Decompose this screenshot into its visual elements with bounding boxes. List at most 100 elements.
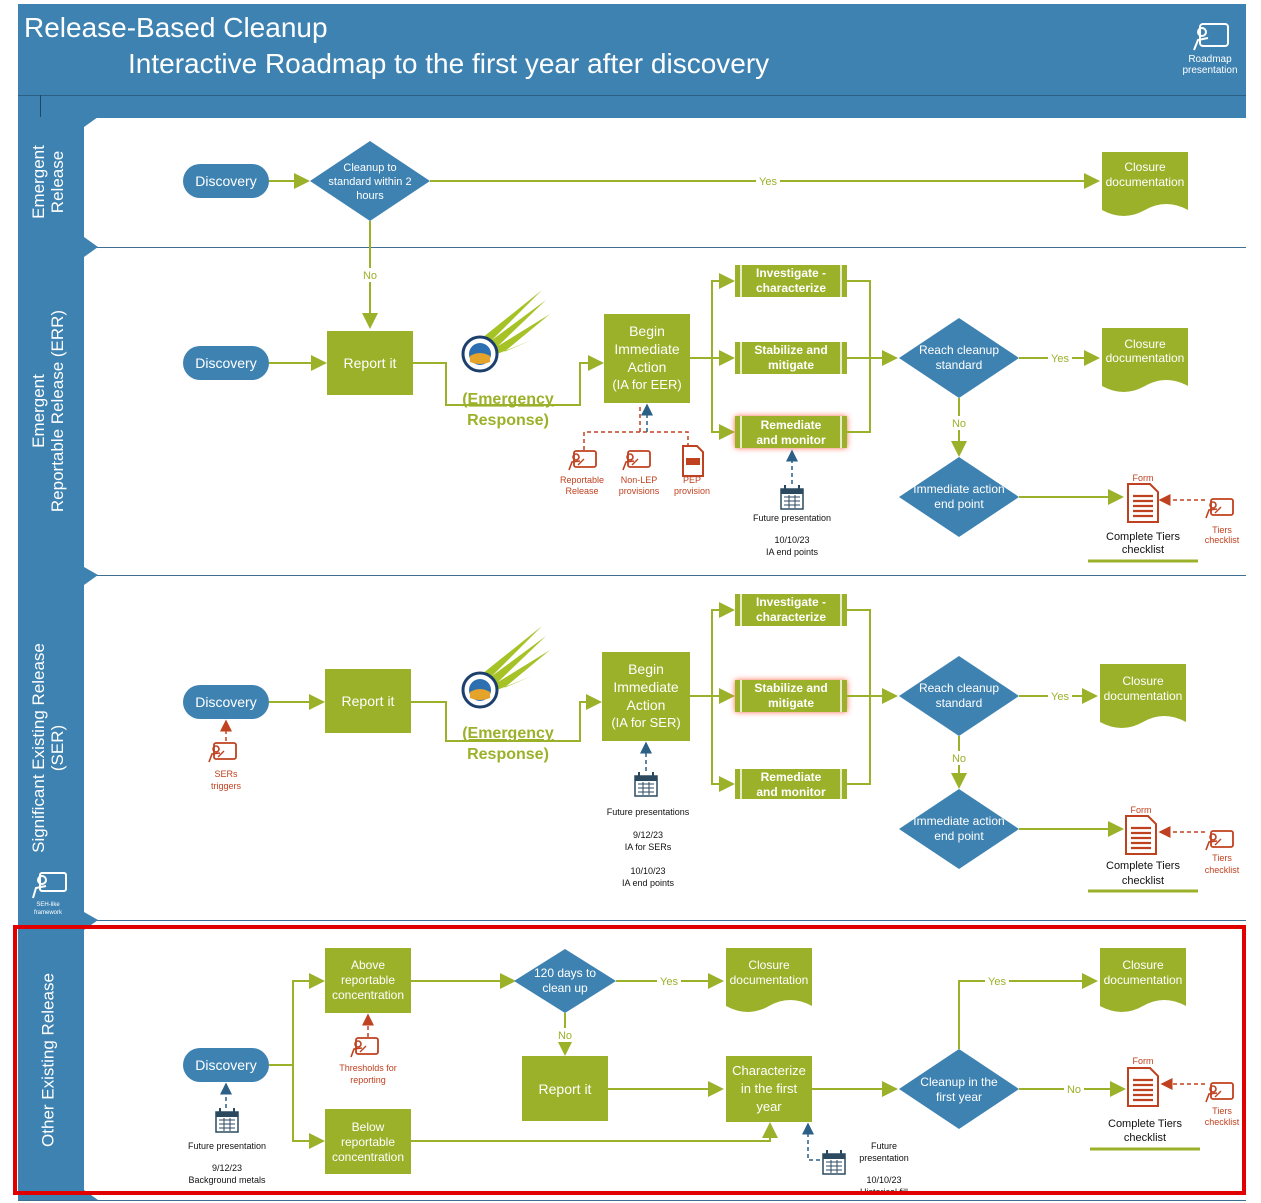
tiers-ser-l2: checklist — [1122, 875, 1164, 887]
tiers-err-l1: Complete Tiers — [1106, 531, 1180, 543]
stabilize-ser[interactable] — [735, 680, 847, 712]
oer-lane-flow: Discovery Future presentation 9/12/23 Ba… — [183, 948, 1240, 1197]
below-reportable[interactable] — [325, 1109, 411, 1174]
report-it-oer[interactable] — [522, 1056, 608, 1121]
discovery-err[interactable] — [183, 346, 269, 380]
calendar-icon-err[interactable] — [780, 484, 804, 510]
form-icon-err[interactable] — [1126, 482, 1160, 524]
discovery-er[interactable] — [183, 164, 269, 198]
future-ser-l2: 9/12/23 — [633, 830, 663, 840]
decision-cleanup-2h-l3: hours — [356, 190, 384, 202]
stabilize-err[interactable] — [735, 342, 847, 374]
above-reportable[interactable] — [325, 948, 411, 1013]
tiers-checklist-icon-ser[interactable] — [1205, 830, 1234, 851]
reach-ser-l1: Reach cleanup — [919, 681, 999, 695]
future-err-l3: IA end points — [766, 547, 819, 557]
ia-end-err-l1: Immediate action — [913, 482, 1004, 496]
ser-triggers-icon[interactable] — [208, 742, 237, 763]
rr-l1: Reportable — [560, 475, 604, 485]
err-lane-flow: Discovery Report it (Emergency Response)… — [183, 265, 1240, 563]
report-it-err-label: Report it — [344, 355, 397, 371]
begin-ia-err-l3: Action — [628, 359, 667, 375]
decision-cleanup-first-year[interactable] — [899, 1049, 1019, 1129]
reach-standard-err[interactable] — [899, 318, 1019, 398]
form-icon-ser[interactable] — [1124, 814, 1158, 856]
tiers-icon-oer-l2: checklist — [1205, 1117, 1240, 1127]
closure-oer-b-l1: Closure — [1122, 958, 1164, 972]
thresh-l1: Thresholds for — [339, 1063, 397, 1073]
above-l1: Above — [351, 958, 385, 972]
stabilize-ser-l2: mitigate — [768, 696, 814, 710]
tiers-icon-err-l2: checklist — [1205, 535, 1240, 545]
pep-l2: provision — [674, 486, 710, 496]
emergency-response-link-ser-1[interactable]: (Emergency — [462, 725, 554, 742]
non-lep-icon[interactable] — [622, 450, 651, 471]
below-l3: concentration — [332, 1150, 404, 1164]
future-ser-l4: 10/10/23 — [630, 866, 665, 876]
above-l3: concentration — [332, 988, 404, 1002]
tiers-icon-ser-l1: Tiers — [1212, 853, 1232, 863]
begin-ia-err-l2: Immediate — [614, 341, 680, 357]
oer-days-yes: Yes — [660, 976, 678, 988]
ia-end-point-err[interactable] — [899, 457, 1019, 537]
investigate-err[interactable] — [735, 265, 847, 297]
form-label-oer: Form — [1133, 1056, 1154, 1066]
below-l1: Below — [352, 1120, 385, 1134]
closure-oer-a-l1: Closure — [748, 958, 790, 972]
investigate-ser-l2: characterize — [756, 610, 826, 624]
char-l1: Characterize — [732, 1063, 806, 1078]
lane-ser — [18, 575, 1246, 921]
report-it-err[interactable] — [327, 331, 413, 395]
ia-end-ser-l2: end point — [934, 829, 984, 843]
closure-er-l2: documentation — [1106, 175, 1185, 189]
discovery-ser[interactable] — [183, 685, 269, 719]
reach-standard-ser[interactable] — [899, 656, 1019, 736]
begin-ia-ser-l4: (IA for SER) — [611, 715, 680, 730]
begin-ia-err[interactable] — [604, 314, 690, 403]
pep-pdf-icon[interactable] — [682, 445, 704, 477]
decision-120-days[interactable] — [514, 949, 616, 1013]
tiers-checklist-icon-err[interactable] — [1205, 498, 1234, 519]
form-label-err: Form — [1133, 473, 1154, 483]
discovery-oer-label: Discovery — [195, 1057, 256, 1073]
remediate-err-l1: Remediate — [761, 418, 822, 432]
roadmap-presentation-link[interactable]: Roadmap presentation — [1180, 22, 1240, 76]
discovery-oer[interactable] — [183, 1048, 269, 1082]
tiers-icon-err-l1: Tiers — [1212, 525, 1232, 535]
remediate-err[interactable] — [735, 416, 847, 448]
tiers-icon-oer-l1: Tiers — [1212, 1106, 1232, 1116]
lane-oer — [18, 920, 1246, 1201]
begin-ia-ser[interactable] — [602, 652, 690, 741]
reportable-release-icon[interactable] — [568, 450, 597, 471]
ser-lane-flow: Discovery SERs triggers Report it (Emerg… — [32, 594, 1240, 916]
page-title: Release-Based Cleanup — [24, 12, 328, 43]
emergency-response-link-ser-2[interactable]: Response) — [467, 746, 549, 763]
form-label-ser: Form — [1131, 805, 1152, 815]
framework-l1: SEH-like — [36, 902, 60, 908]
header-tab — [18, 95, 41, 117]
decision-cleanup-2h[interactable] — [310, 141, 430, 221]
future-oer-b-l3: 10/10/23 — [866, 1175, 901, 1185]
characterize-first-year[interactable] — [726, 1056, 812, 1122]
decision-cleanup-2h-l1: Cleanup to — [343, 162, 396, 174]
oer-firstyear-yes: Yes — [988, 976, 1006, 988]
closure-oer-a-l2: documentation — [730, 973, 809, 987]
thresh-l2: reporting — [350, 1075, 386, 1085]
reach-err-l2: standard — [936, 358, 983, 372]
tiers-oer-l2: checklist — [1124, 1132, 1166, 1144]
investigate-ser[interactable] — [735, 594, 847, 626]
calendar-icon-ser[interactable] — [634, 771, 658, 797]
ser-yes: Yes — [1051, 691, 1069, 703]
begin-ia-ser-l2: Immediate — [613, 679, 679, 695]
emergency-response-link-err-2[interactable]: Response) — [467, 412, 549, 429]
tiers-err-l2: checklist — [1122, 544, 1164, 556]
remediate-ser[interactable] — [735, 769, 847, 799]
report-it-ser[interactable] — [325, 669, 411, 733]
emergency-response-link-err-1[interactable]: (Emergency — [462, 391, 554, 408]
ia-end-point-ser[interactable] — [899, 789, 1019, 869]
stabilize-err-l2: mitigate — [768, 358, 814, 372]
reach-ser-l2: standard — [936, 696, 983, 710]
rr-l2: Release — [565, 486, 598, 496]
seh-framework-icon[interactable] — [32, 872, 67, 899]
er-lane-flow: Discovery Cleanup to standard within 2 h… — [183, 141, 1188, 329]
